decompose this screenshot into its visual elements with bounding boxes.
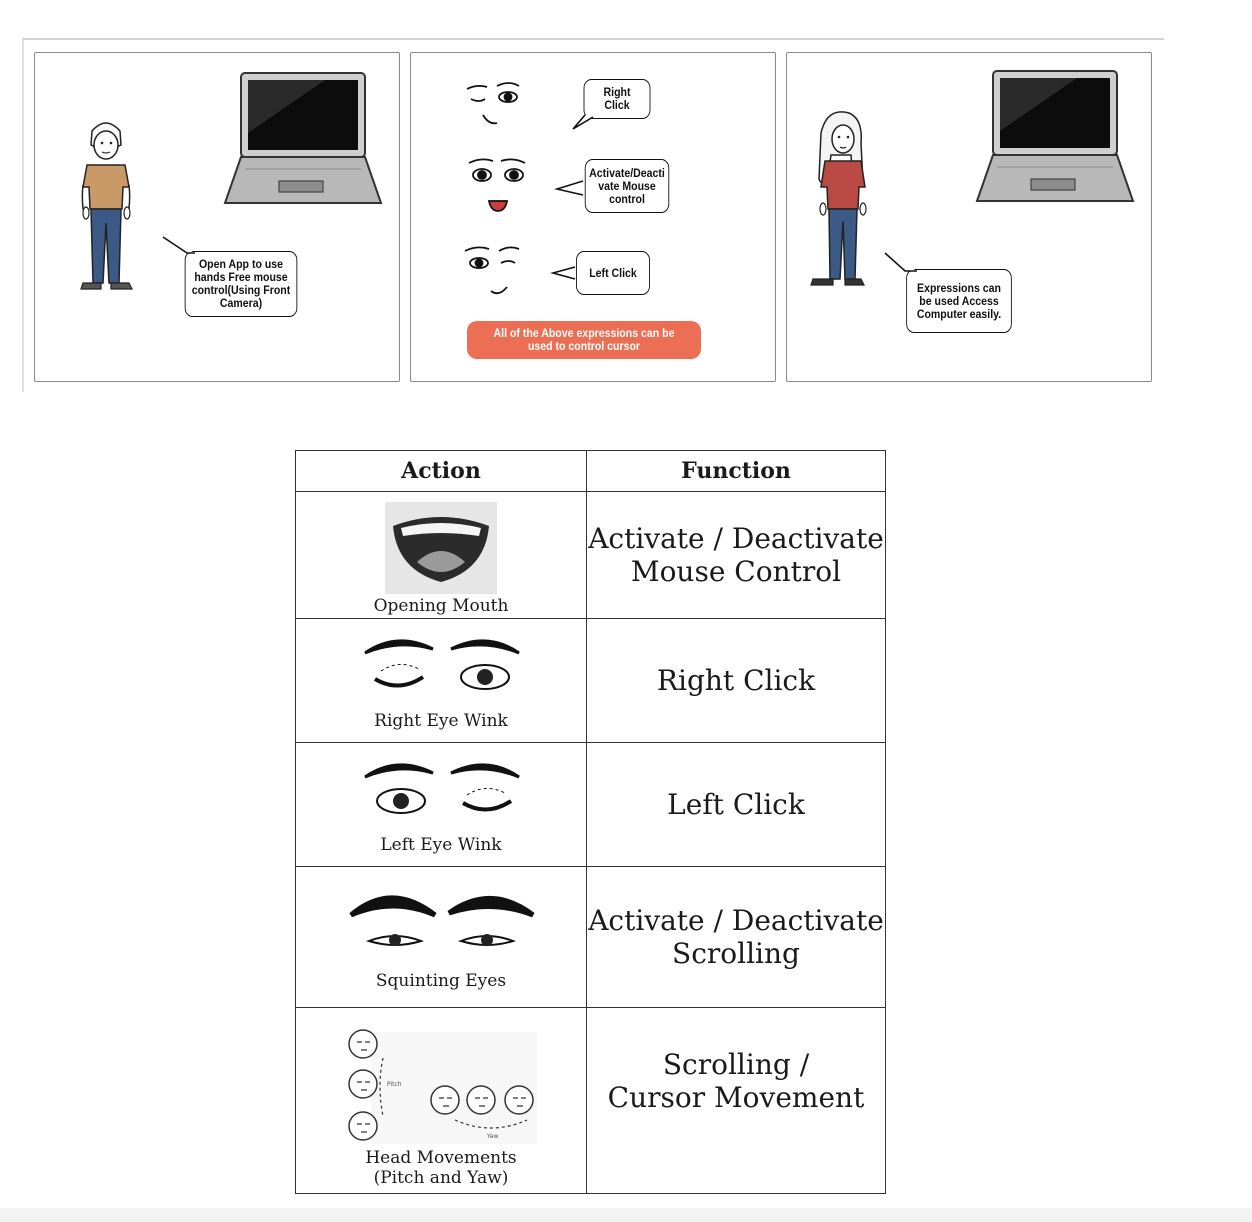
squinting-eyes-icon	[349, 895, 535, 946]
action-label: Left Eye Wink	[380, 834, 502, 855]
faces-illustration	[464, 82, 526, 295]
function-text: Activate / Deactivate	[588, 522, 884, 555]
boy-figure	[80, 122, 133, 290]
expression-function-table: Action Function Opening Mouth Activate /…	[295, 450, 886, 1194]
action-label: Opening Mouth	[373, 596, 509, 616]
table-row: Right Eye Wink Right Click	[295, 618, 886, 743]
right-eye-wink-icon	[364, 638, 520, 690]
panel3-speech-bubble: Expressions can be used Access Computer …	[906, 269, 1012, 333]
storyboard-panel-2: Right Click Activate/Deacti vate Mouse c…	[410, 52, 776, 382]
panel1-speech-bubble: Open App to use hands Free mouse control…	[184, 251, 298, 317]
action-label: Squinting Eyes	[375, 971, 507, 991]
function-text: Right Click	[656, 664, 816, 697]
function-cell: Scrolling / Cursor Movement	[586, 1007, 886, 1194]
girl-and-laptop-illustration	[810, 70, 1135, 286]
action-cell: Left Eye Wink	[295, 742, 587, 867]
action-label-sub: (Pitch and Yaw)	[373, 1167, 509, 1188]
head-movements-icon: Pitch Yaw	[348, 1028, 537, 1144]
bottom-edge	[0, 1208, 1252, 1222]
function-text: Left Click	[667, 788, 805, 821]
header-function: Function	[586, 450, 886, 492]
function-text: Scrolling	[672, 937, 800, 970]
pitch-label: Pitch	[387, 1081, 402, 1088]
storyboard-panel-3: Expressions can be used Access Computer …	[786, 52, 1152, 382]
left-eye-wink-icon	[364, 762, 520, 814]
yaw-label: Yaw	[486, 1133, 499, 1140]
action-cell: Opening Mouth	[295, 491, 587, 619]
header-action: Action	[295, 450, 587, 492]
function-text: Activate / Deactivate	[588, 904, 884, 937]
open-mouth-face-icon	[468, 158, 526, 212]
laptop-icon	[223, 72, 383, 204]
storyboard-panel-1: Open App to use hands Free mouse control…	[34, 52, 400, 382]
wink-left-face-icon	[464, 246, 520, 295]
table-row: Pitch Yaw Head Movements (Pitch and Yaw)…	[295, 1007, 886, 1194]
action-cell: Squinting Eyes	[295, 866, 587, 1008]
bubble-right-click: Right Click	[583, 79, 651, 119]
function-text: Cursor Movement	[607, 1081, 865, 1114]
function-text: Mouse Control	[630, 555, 842, 588]
function-cell: Right Click	[586, 618, 886, 743]
girl-figure	[810, 111, 867, 286]
action-label: Head Movements	[365, 1147, 517, 1168]
wink-right-face-icon	[466, 82, 520, 125]
table-row: Squinting Eyes Activate / Deactivate Scr…	[295, 866, 886, 1008]
function-cell: Activate / Deactivate Scrolling	[586, 866, 886, 1008]
table-row: Left Eye Wink Left Click	[295, 742, 886, 867]
function-text: Scrolling /	[662, 1048, 810, 1081]
action-cell: Pitch Yaw Head Movements (Pitch and Yaw)	[295, 1007, 587, 1194]
storyboard-frame	[22, 38, 1164, 392]
function-cell: Left Click	[586, 742, 886, 867]
laptop-icon	[975, 70, 1135, 202]
bubble-activate-mouse: Activate/Deacti vate Mouse control	[584, 159, 670, 213]
action-label: Right Eye Wink	[374, 710, 508, 731]
action-cell: Right Eye Wink	[295, 618, 587, 743]
table-row: Opening Mouth Activate / Deactivate Mous…	[295, 491, 886, 619]
expressions-banner: All of the Above expressions can be used…	[467, 321, 701, 359]
boy-and-laptop-illustration	[80, 72, 383, 290]
bubble-left-click: Left Click	[576, 251, 650, 295]
open-mouth-icon	[385, 502, 497, 594]
function-cell: Activate / Deactivate Mouse Control	[586, 491, 886, 619]
table-header-row: Action Function	[295, 450, 886, 492]
